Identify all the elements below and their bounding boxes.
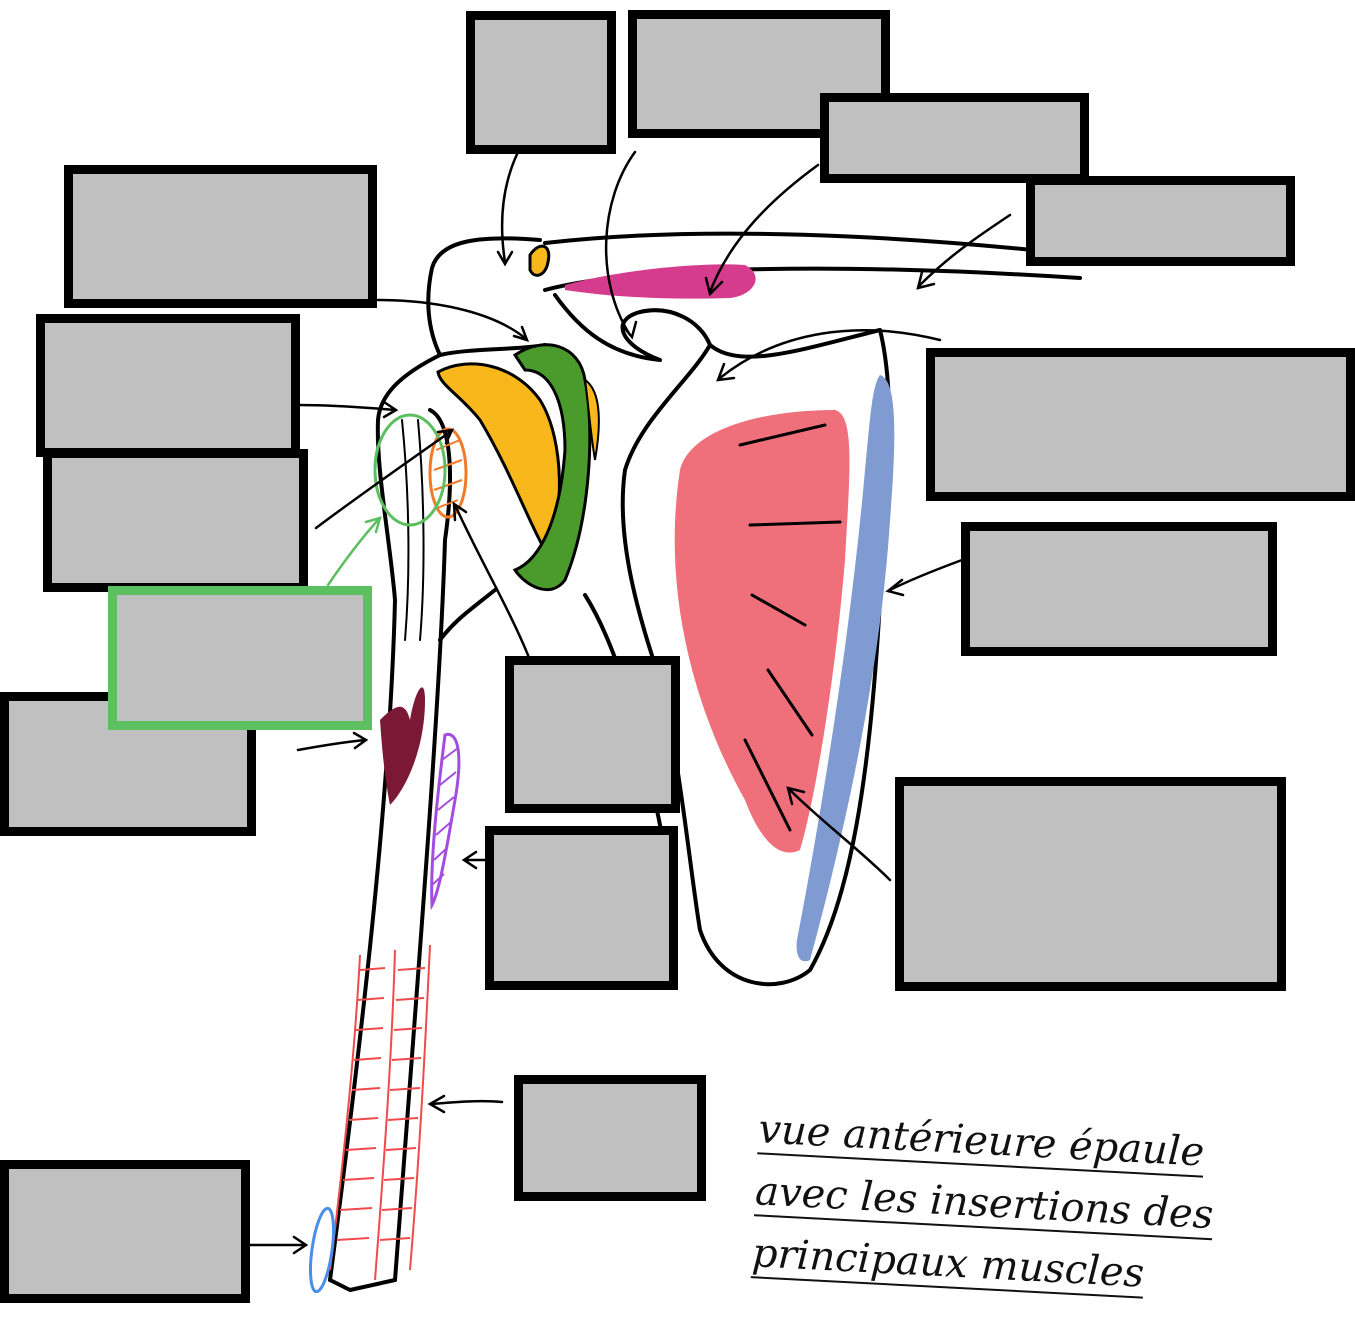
orange-insertion xyxy=(428,427,468,519)
label-box-6[interactable] xyxy=(36,314,300,457)
humerus-neck xyxy=(438,588,497,642)
label-box-9[interactable] xyxy=(961,522,1277,656)
arrow-8 xyxy=(314,428,455,530)
scapula-outline xyxy=(620,328,892,987)
green-labrum xyxy=(512,343,592,592)
label-box-13[interactable] xyxy=(485,826,678,990)
arrow-2 xyxy=(604,150,638,340)
blue-insertion xyxy=(796,375,895,962)
arrow-15 xyxy=(244,1235,309,1255)
diagram-caption: vue antérieure épaule avec les insertion… xyxy=(750,1098,1215,1307)
green-circle-marker xyxy=(373,413,447,527)
label-box-3[interactable] xyxy=(820,93,1089,183)
label-box-14[interactable] xyxy=(895,777,1286,991)
blue-small-insertion xyxy=(309,1206,335,1294)
arrow-10 xyxy=(885,558,964,597)
arrow-14 xyxy=(427,1094,504,1114)
label-box-5[interactable] xyxy=(64,165,377,308)
arrow-7 xyxy=(296,400,399,419)
arrow-11 xyxy=(786,786,892,882)
arrow-6 xyxy=(376,298,530,342)
label-box-16[interactable] xyxy=(0,1160,250,1303)
arrow-12 xyxy=(296,731,369,752)
bicipital-groove xyxy=(401,419,425,641)
arrow-5 xyxy=(716,329,942,382)
arrow-1 xyxy=(496,150,520,267)
arrow-3 xyxy=(704,163,820,297)
magenta-insertion xyxy=(565,264,756,299)
label-box-11-highlighted[interactable] xyxy=(108,586,372,730)
humerus-distal-end xyxy=(328,1278,397,1292)
acromion-outline xyxy=(426,236,547,357)
yellow-insertion-small xyxy=(528,244,551,277)
label-box-4[interactable] xyxy=(1026,176,1295,266)
red-ladder-insertion xyxy=(329,944,431,1281)
red-insertion xyxy=(674,410,850,853)
label-box-12[interactable] xyxy=(505,656,680,813)
yellow-insertion xyxy=(436,362,561,553)
purple-insertion xyxy=(430,733,461,911)
arrow-green xyxy=(326,516,382,587)
yellow-glenoid-edge xyxy=(583,377,600,461)
label-box-7[interactable] xyxy=(43,449,308,592)
arrow-4 xyxy=(916,213,1012,290)
coracoid-outline xyxy=(553,293,712,362)
label-box-8[interactable] xyxy=(926,348,1355,501)
maroon-insertion xyxy=(380,687,425,805)
arrow-9 xyxy=(452,501,532,662)
label-box-15[interactable] xyxy=(514,1075,706,1201)
label-box-1[interactable] xyxy=(466,11,616,154)
